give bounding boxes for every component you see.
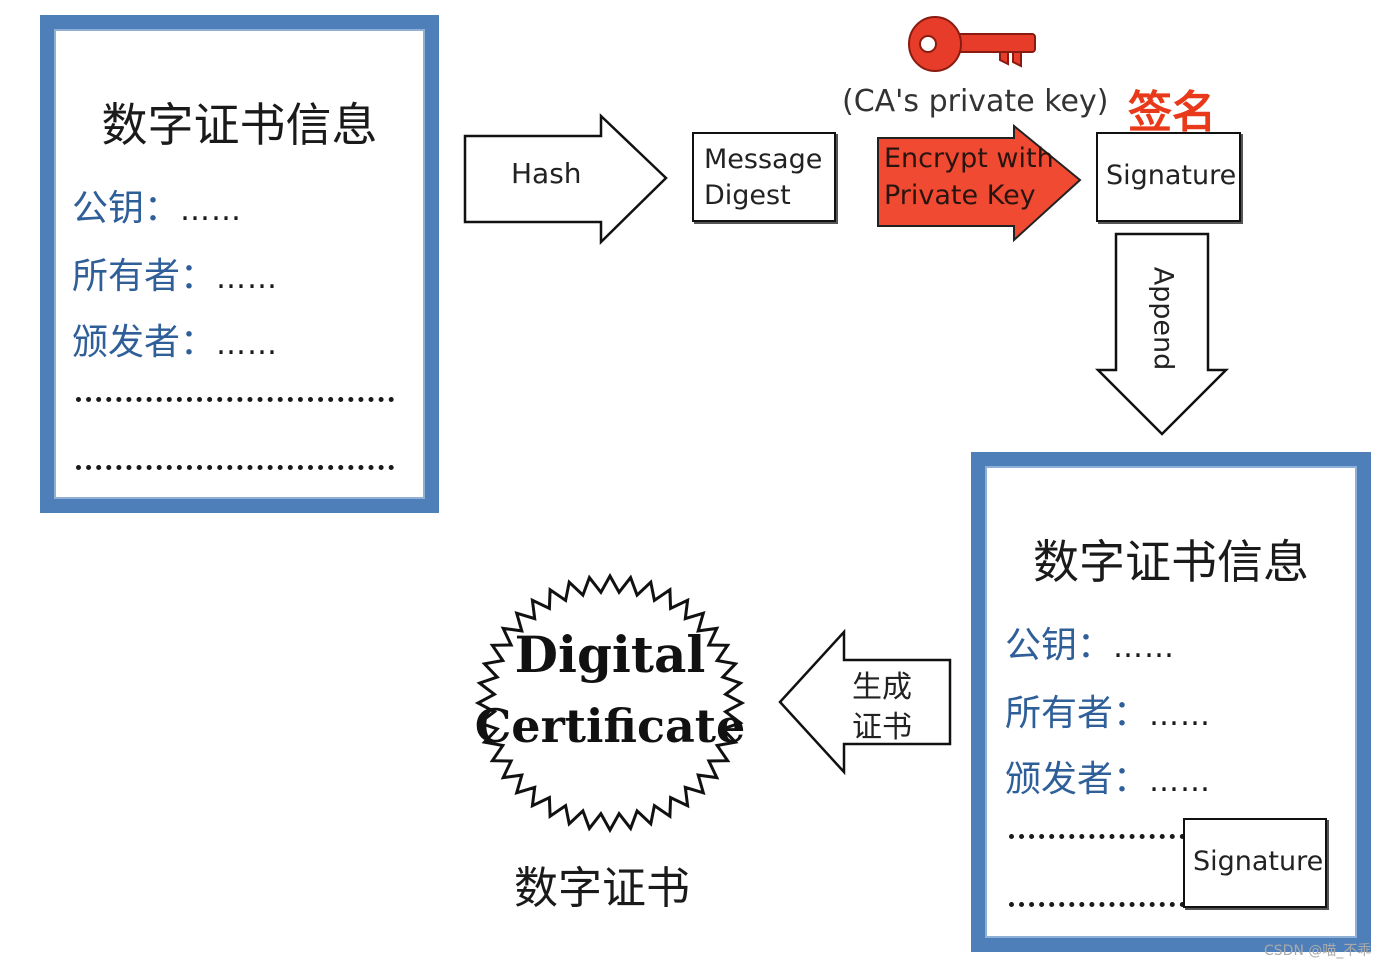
message-digest-line2: Digest (704, 180, 791, 211)
message-digest-line1: Message (704, 144, 823, 175)
embedded-signature-box: Signature (1183, 818, 1327, 908)
field-value: …… (1149, 764, 1212, 799)
generate-label-line1: 生成 (852, 670, 912, 705)
seal-caption: 数字证书 (514, 863, 690, 914)
hash-arrow (463, 113, 668, 245)
field-label: 所有者： (72, 256, 217, 297)
ca-private-key-label: (CA's private key) (842, 84, 1109, 119)
source-field-public-key: 公钥：…… (72, 179, 242, 231)
watermark: CSDN @喵_不乖 (1264, 943, 1372, 959)
field-label: 颁发者： (72, 322, 217, 363)
signed-certificate-inner: 数字证书信息 公钥：…… 所有者：…… 颁发者：…… Signature (985, 466, 1357, 938)
field-value: …… (1149, 698, 1212, 733)
field-label: 颁发者： (1005, 759, 1150, 800)
sign-label: 签名 (1128, 87, 1216, 138)
seal-text-line1: Digital (515, 625, 706, 684)
generate-arrow (778, 628, 952, 776)
seal-burst (474, 572, 746, 834)
encrypt-arrow (877, 123, 1082, 243)
signed-dotted-line-2 (1009, 902, 1185, 907)
signature-box-label: Signature (1106, 160, 1237, 191)
signed-field-issuer: 颁发者：…… (1005, 750, 1211, 802)
field-label: 所有者： (1005, 693, 1150, 734)
field-label: 公钥： (1005, 625, 1114, 666)
hash-label: Hash (511, 157, 582, 190)
signed-field-owner: 所有者：…… (1005, 684, 1211, 736)
field-label: 公钥： (72, 188, 181, 229)
source-field-owner: 所有者：…… (72, 247, 278, 299)
source-certificate-title: 数字证书信息 (101, 98, 378, 152)
seal-text-line2: Certificate (475, 699, 746, 753)
signed-dotted-line-1 (1009, 834, 1185, 839)
field-value: …… (180, 193, 243, 228)
field-value: …… (1113, 630, 1176, 665)
encrypt-label-line2: Private Key (884, 180, 1036, 211)
source-dotted-line-1 (76, 397, 394, 402)
signed-certificate-title: 数字证书信息 (1033, 535, 1309, 589)
signed-certificate-card: 数字证书信息 公钥：…… 所有者：…… 颁发者：…… Signature (971, 452, 1371, 952)
key-icon (908, 16, 1036, 72)
field-value: …… (216, 327, 279, 362)
signed-field-public-key: 公钥：…… (1005, 616, 1175, 668)
generate-label-line2: 证书 (852, 710, 912, 745)
source-certificate-card: 数字证书信息 公钥：…… 所有者：…… 颁发者：…… (40, 15, 439, 513)
append-arrow (1094, 232, 1230, 436)
embedded-signature-label: Signature (1193, 846, 1324, 877)
field-value: …… (216, 261, 279, 296)
source-certificate-inner: 数字证书信息 公钥：…… 所有者：…… 颁发者：…… (54, 29, 425, 499)
source-dotted-line-2 (76, 465, 394, 470)
message-digest-box: Message Digest (692, 132, 836, 222)
signature-box: Signature (1096, 132, 1241, 222)
append-label: Append (1147, 266, 1179, 371)
seal-icon: Digital Certificate (474, 572, 746, 834)
encrypt-label-line1: Encrypt with (884, 143, 1054, 174)
source-field-issuer: 颁发者：…… (72, 313, 278, 365)
